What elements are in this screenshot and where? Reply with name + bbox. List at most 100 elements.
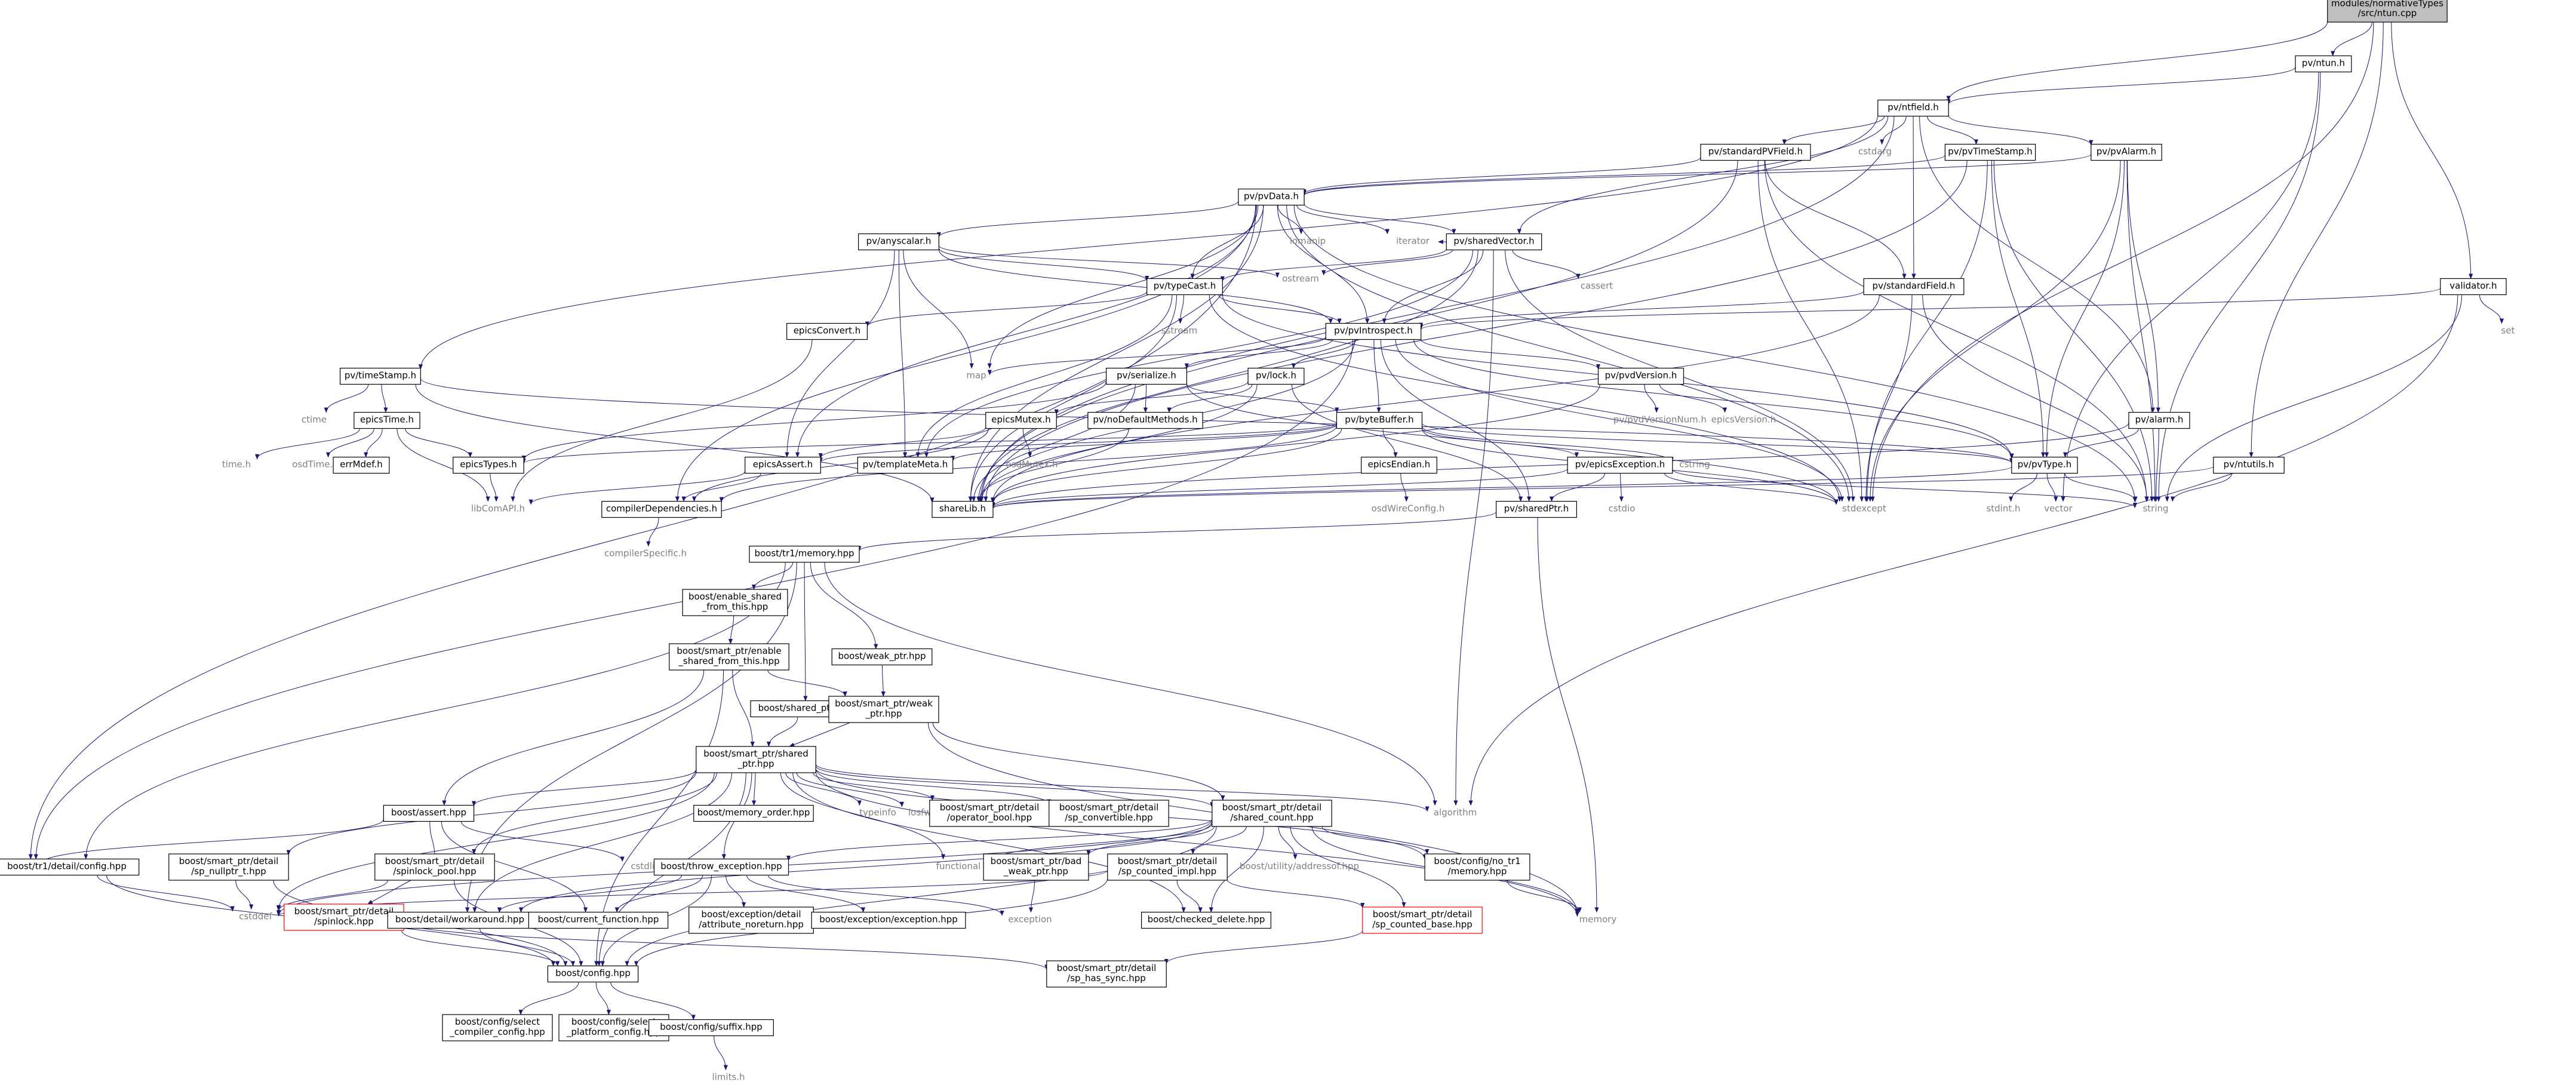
graph-node-validator[interactable]: validator.h (2440, 278, 2507, 296)
edge-boostConfig-to-selectPlatform (595, 982, 611, 1015)
graph-node-byteBuffer[interactable]: pv/byteBuffer.h (1336, 411, 1423, 429)
graph-node-cassert: cassert (1581, 281, 1613, 291)
graph-node-currentFunction[interactable]: boost/current_function.hpp (528, 911, 669, 929)
node-box (1944, 143, 2036, 161)
graph-node-sharedLib[interactable]: shareLib.h (932, 500, 994, 518)
edge-tr1memory-to-enableSharedFromThis (751, 562, 794, 590)
graph-node-ntun[interactable]: pv/ntun.h (2295, 55, 2352, 73)
graph-node-spinlock[interactable]: boost/smart_ptr/detail/spinlock.hpp (284, 903, 404, 931)
graph-node-typeCast[interactable]: pv/typeCast.h (1146, 278, 1223, 296)
edge-sharedPtrHpp-to-spSharedPtr (766, 717, 798, 747)
graph-node-spCountedBase[interactable]: boost/smart_ptr/detail/sp_counted_base.h… (1362, 906, 1483, 934)
node-label: /sp_counted_base.hpp (1372, 919, 1473, 930)
graph-node-badWeakPtr[interactable]: boost/smart_ptr/bad_weak_ptr.hpp (983, 853, 1089, 881)
graph-node-noDefaultMethods[interactable]: pv/noDefaultMethods.h (1087, 411, 1203, 429)
graph-node-checkedDelete[interactable]: boost/checked_delete.hpp (1141, 911, 1271, 929)
node-box (1107, 853, 1228, 881)
edge-boostAssert-to-iostream (39, 819, 384, 865)
node-label: boost/smart_ptr/detail (179, 856, 279, 867)
edge-spSharedPtr-to-typeinfo (785, 772, 862, 806)
graph-node-epicsAssert[interactable]: epicsAssert.h (745, 456, 821, 474)
graph-node-sharedVector[interactable]: pv/sharedVector.h (1446, 233, 1542, 251)
edge-pvData-to-map (987, 205, 1259, 369)
node-label: boost/checked_delete.hpp (1148, 914, 1265, 926)
graph-node-detailWorkaround[interactable]: boost/detail/workaround.hpp (387, 911, 533, 929)
node-box (745, 456, 821, 474)
graph-node-tr1memory[interactable]: boost/tr1/memory.hpp (749, 545, 860, 563)
edge-timeStamp-to-epicsTime (381, 384, 388, 413)
graph-node-epicsException[interactable]: pv/epicsException.h (1567, 456, 1673, 474)
graph-node-pvData[interactable]: pv/pvData.h (1238, 188, 1305, 206)
edge-serialize-to-epicsTypes (521, 382, 1107, 461)
graph-node-spConvertible[interactable]: boost/smart_ptr/detail/sp_convertible.hp… (1049, 800, 1169, 827)
graph-node-epicsConvert[interactable]: epicsConvert.h (786, 322, 868, 340)
graph-node-spinlockPool[interactable]: boost/smart_ptr/detail/spinlock_pool.hpp (374, 853, 495, 881)
graph-node-templateMeta[interactable]: pv/templateMeta.h (857, 456, 954, 474)
node-box (2128, 411, 2190, 429)
graph-node-memory: memory (1579, 914, 1617, 925)
edge-boostConfig-to-suffix (610, 982, 696, 1021)
graph-node-enableSharedFromThis[interactable]: boost/enable_shared_from_this.hpp (682, 589, 788, 616)
edge-pvIntrospect-to-pvType (1413, 339, 2014, 459)
graph-node-sharedPtr[interactable]: pv/sharedPtr.h (1496, 500, 1578, 518)
edge-pvIntrospect-to-stdexcept (1395, 339, 1845, 502)
graph-node-spNullptr[interactable]: boost/smart_ptr/detail/sp_nullptr_t.hpp (168, 853, 289, 881)
graph-node-spSharedPtr[interactable]: boost/smart_ptr/shared_ptr.hpp (696, 746, 816, 773)
graph-node-boostConfig[interactable]: boost/config.hpp (547, 965, 639, 983)
graph-node-root[interactable]: modules/normativeTypes/src/ntun.cpp (2327, 0, 2448, 23)
graph-node-compilerDependencies[interactable]: compilerDependencies.h (601, 500, 722, 518)
node-label: /shared_count.hpp (1230, 812, 1313, 823)
graph-node-spCountedImpl[interactable]: boost/smart_ptr/detail/sp_counted_impl.h… (1107, 853, 1228, 881)
node-label: pv/standardField.h (1873, 281, 1956, 291)
graph-node-pvAlarm[interactable]: pv/pvAlarm.h (2091, 143, 2162, 161)
node-label: boost/smart_ptr/detail (1057, 963, 1157, 974)
graph-node-errMdef[interactable]: errMdef.h (333, 456, 390, 474)
graph-node-sharedCount[interactable]: boost/smart_ptr/detail/shared_count.hpp (1212, 800, 1332, 827)
graph-node-pvType[interactable]: pv/pvType.h (2011, 456, 2078, 474)
graph-node-spEnableShared[interactable]: boost/smart_ptr/enable_shared_from_this.… (669, 643, 789, 671)
graph-node-anyscalar[interactable]: pv/anyscalar.h (857, 233, 939, 251)
node-label: epicsVersion.h (1711, 414, 1776, 425)
graph-node-epicsEndian[interactable]: epicsEndian.h (1361, 456, 1437, 474)
graph-node-ntutils[interactable]: pv/ntutils.h (2213, 456, 2285, 474)
graph-node-standardField[interactable]: pv/standardField.h (1863, 278, 1965, 296)
graph-node-operatorBool[interactable]: boost/smart_ptr/detail/operator_bool.hpp (929, 800, 1050, 827)
graph-node-epicsTypes[interactable]: epicsTypes.h (453, 456, 524, 474)
node-label: iomanip (1290, 236, 1326, 247)
graph-node-attributeNoreturn[interactable]: boost/exception/detail/attribute_noretur… (688, 906, 814, 934)
graph-node-alarm[interactable]: pv/alarm.h (2128, 411, 2190, 429)
graph-node-ntfield[interactable]: pv/ntfield.h (1877, 99, 1949, 117)
graph-node-suffix[interactable]: boost/config/suffix.hpp (648, 1019, 774, 1037)
node-label: /sp_nullptr_t.hpp (191, 866, 266, 877)
graph-node-timeStamp[interactable]: pv/timeStamp.h (339, 367, 421, 385)
edge-throwException-to-detailWorkaround (497, 875, 683, 913)
edge-epicsConvert-to-libComAPI (511, 339, 813, 502)
edge-spWeakPtr-to-spSharedPtr (789, 722, 851, 747)
graph-node-pvIntrospect[interactable]: pv/pvIntrospect.h (1325, 322, 1422, 340)
graph-node-lock[interactable]: pv/lock.h (1247, 367, 1305, 385)
graph-node-spHasSync[interactable]: boost/smart_ptr/detail/sp_has_sync.hpp (1046, 960, 1167, 988)
graph-node-epicsMutex[interactable]: epicsMutex.h (985, 411, 1057, 429)
edge-spSharedPtr-to-memory (815, 771, 1579, 917)
edge-anyscalar-to-epicsAssert (785, 250, 895, 458)
graph-node-boostAssert[interactable]: boost/assert.hpp (383, 804, 475, 822)
graph-node-exceptionException[interactable]: boost/exception/exception.hpp (811, 911, 966, 929)
graph-node-tr1Config[interactable]: boost/tr1/detail/config.hpp (0, 858, 140, 876)
graph-node-throwException[interactable]: boost/throw_exception.hpp (653, 858, 789, 876)
edge-sharedCount-to-noTr1Memory (1321, 826, 1430, 855)
graph-node-epicsTime[interactable]: epicsTime.h (353, 411, 420, 429)
graph-node-standardPVField[interactable]: pv/standardPVField.h (1700, 143, 1811, 161)
graph-node-selectCompiler[interactable]: boost/config/select_compiler_config.hpp (442, 1014, 553, 1041)
graph-node-spWeakPtr[interactable]: boost/smart_ptr/weak_ptr.hpp (828, 696, 939, 723)
graph-node-pvdVersion[interactable]: pv/pvdVersion.h (1597, 367, 1684, 385)
graph-node-memoryOrder[interactable]: boost/memory_order.hpp (693, 804, 814, 822)
node-label: /sp_counted_impl.hpp (1118, 866, 1216, 877)
node-box (387, 911, 533, 929)
graph-node-vector: vector (2044, 503, 2073, 514)
graph-node-serialize[interactable]: pv/serialize.h (1105, 367, 1187, 385)
node-label: pv/byteBuffer.h (1345, 414, 1413, 425)
graph-node-noTr1Memory[interactable]: boost/config/no_tr1/memory.hpp (1424, 853, 1530, 881)
node-label: boost/weak_ptr.hpp (838, 651, 926, 662)
graph-node-weakPtr[interactable]: boost/weak_ptr.hpp (831, 648, 933, 666)
graph-node-pvTimeStamp[interactable]: pv/pvTimeStamp.h (1944, 143, 2036, 161)
